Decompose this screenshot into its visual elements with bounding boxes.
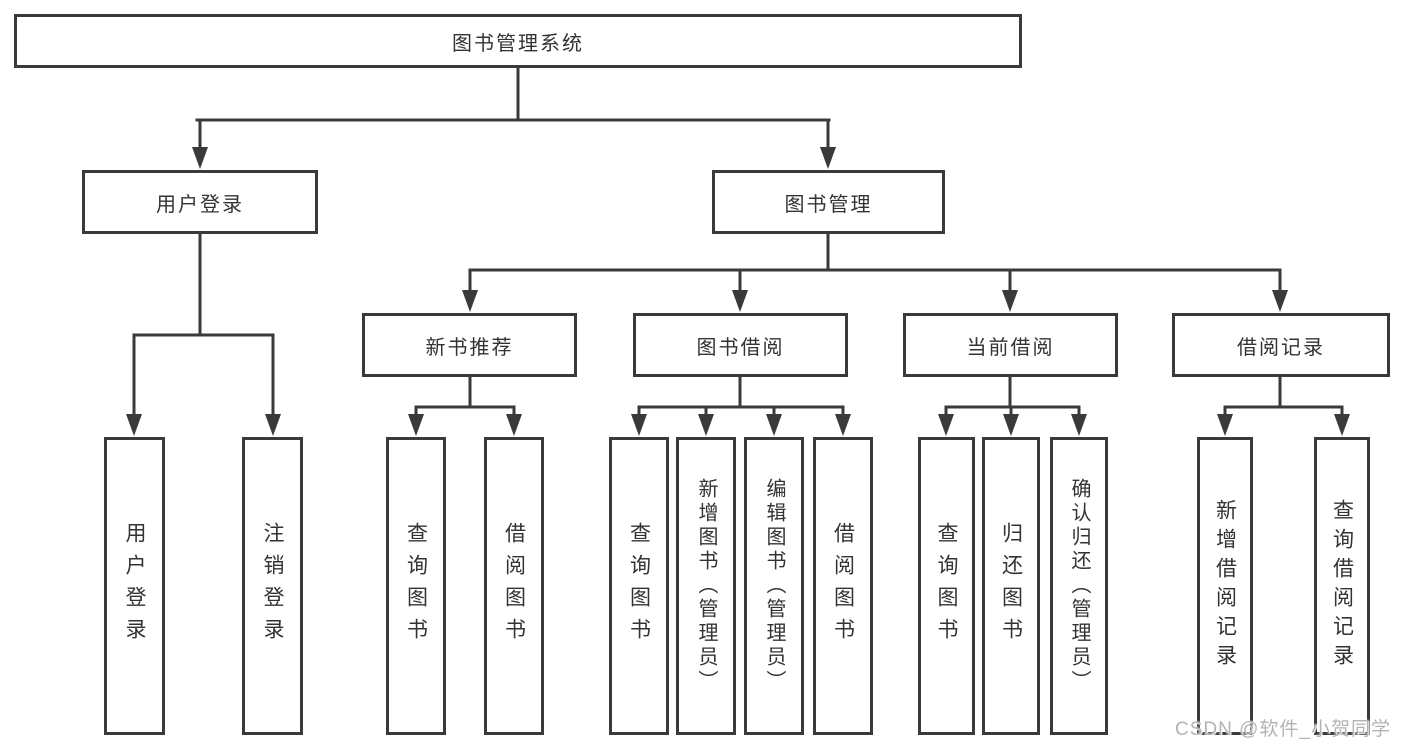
node-borrowing-records-label: 借阅记录 [1237, 336, 1325, 359]
leaf-borrow-books-recommend: 借阅图书 [484, 437, 544, 735]
leaf-confirm-return-admin-label: 确认归还（管理员） [1068, 478, 1090, 694]
node-root-system-label: 图书管理系统 [452, 32, 584, 55]
node-user-login: 用户登录 [82, 170, 318, 234]
leaf-edit-book-admin: 编辑图书（管理员） [744, 437, 804, 735]
leaf-borrow-books-recommend-label: 借阅图书 [502, 522, 526, 650]
leaf-borrow-books-borrowing-label: 借阅图书 [831, 522, 855, 650]
leaf-query-books-borrowing-label: 查询图书 [627, 522, 651, 650]
leaf-query-books-current: 查询图书 [918, 437, 975, 735]
node-new-book-recommend-label: 新书推荐 [425, 336, 514, 359]
node-root-system: 图书管理系统 [14, 14, 1022, 68]
leaf-confirm-return-admin: 确认归还（管理员） [1050, 437, 1108, 735]
leaf-add-borrow-record-label: 新增借阅记录 [1213, 499, 1237, 673]
leaf-query-books-recommend-label: 查询图书 [404, 522, 428, 650]
leaf-user-login-label: 用户登录 [123, 522, 146, 650]
leaf-logout-label: 注销登录 [261, 522, 284, 650]
leaf-add-book-admin: 新增图书（管理员） [676, 437, 736, 735]
leaf-query-books-borrowing: 查询图书 [609, 437, 669, 735]
leaf-query-books-current-label: 查询图书 [935, 522, 958, 650]
leaf-query-borrow-record-label: 查询借阅记录 [1330, 499, 1354, 673]
leaf-logout: 注销登录 [242, 437, 303, 735]
watermark: CSDN @软件_小贺同学 [1175, 719, 1391, 740]
leaf-user-login: 用户登录 [104, 437, 165, 735]
node-book-borrowing-label: 图书借阅 [696, 336, 785, 359]
node-book-borrowing: 图书借阅 [633, 313, 848, 377]
leaf-add-borrow-record: 新增借阅记录 [1197, 437, 1253, 735]
node-book-management: 图书管理 [712, 170, 945, 234]
node-new-book-recommend: 新书推荐 [362, 313, 577, 377]
leaf-query-books-recommend: 查询图书 [386, 437, 446, 735]
leaf-return-book: 归还图书 [982, 437, 1040, 735]
node-borrowing-records: 借阅记录 [1172, 313, 1390, 377]
node-current-borrowing: 当前借阅 [903, 313, 1118, 377]
leaf-query-borrow-record: 查询借阅记录 [1314, 437, 1370, 735]
leaf-return-book-label: 归还图书 [999, 522, 1023, 650]
node-user-login-label: 用户登录 [156, 193, 244, 216]
leaf-edit-book-admin-label: 编辑图书（管理员） [763, 478, 785, 694]
node-current-borrowing-label: 当前借阅 [966, 336, 1055, 359]
node-book-management-label: 图书管理 [784, 193, 873, 216]
leaf-borrow-books-borrowing: 借阅图书 [813, 437, 873, 735]
leaf-add-book-admin-label: 新增图书（管理员） [695, 478, 717, 694]
